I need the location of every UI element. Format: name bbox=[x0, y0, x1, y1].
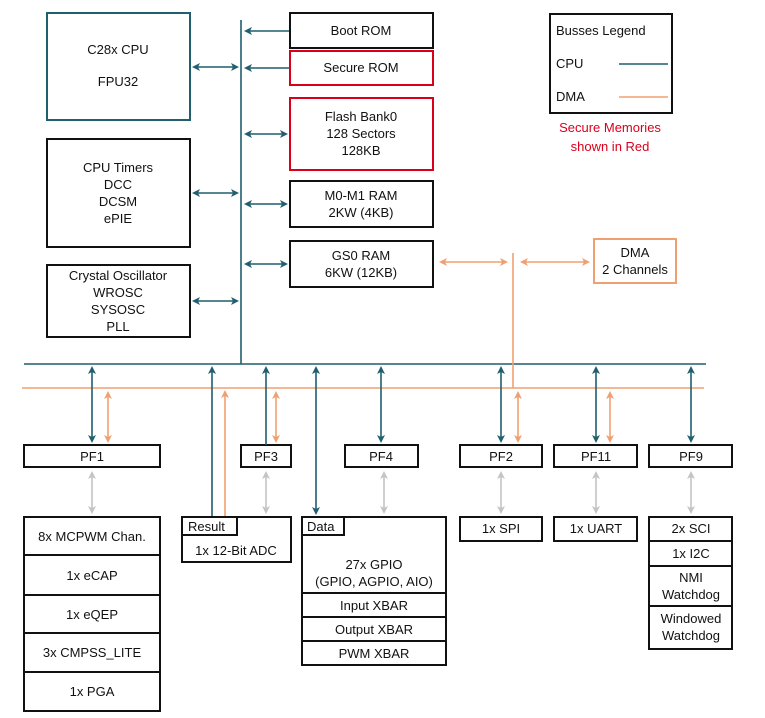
legend-cpu-label: CPU bbox=[556, 56, 583, 71]
clock-line: PLL bbox=[106, 319, 129, 334]
pf-label: PF11 bbox=[581, 449, 611, 464]
m0m1-line: 2KW (4KB) bbox=[328, 205, 393, 220]
timers-line: ePIE bbox=[104, 211, 133, 226]
secure-rom-block: Secure ROM bbox=[289, 50, 434, 86]
pwm-xbar: PWM XBAR bbox=[339, 646, 410, 661]
module-label: 1x I2C bbox=[672, 546, 710, 561]
module-label: 1x eQEP bbox=[66, 607, 118, 622]
adc-block: Result 1x 12-Bit ADC bbox=[181, 516, 292, 563]
module-label: Windowed bbox=[661, 611, 722, 626]
cpu-block: C28x CPU FPU32 bbox=[46, 12, 191, 121]
timers-line: DCC bbox=[104, 177, 132, 192]
timers-line: DCSM bbox=[99, 194, 137, 209]
pf-label: PF3 bbox=[254, 449, 278, 464]
clock-line: WROSC bbox=[93, 285, 143, 300]
m0m1-line: M0-M1 RAM bbox=[325, 188, 398, 203]
pf-label: PF9 bbox=[679, 449, 703, 464]
pf1-module-stack: 8x MCPWM Chan. 1x eCAP 1x eQEP 3x CMPSS_… bbox=[23, 516, 161, 712]
boot-rom-block: Boot ROM bbox=[289, 12, 434, 49]
flash-line: 128 Sectors bbox=[326, 126, 396, 141]
adc-label: 1x 12-Bit ADC bbox=[195, 543, 277, 558]
uart-label: 1x UART bbox=[570, 521, 623, 536]
gs0-line: 6KW (12KB) bbox=[325, 265, 397, 280]
module-label: 8x MCPWM Chan. bbox=[38, 529, 146, 544]
gs0-ram-block: GS0 RAM 6KW (12KB) bbox=[289, 240, 434, 288]
clock-line: SYSOSC bbox=[91, 302, 145, 317]
pf1-box: PF1 bbox=[23, 444, 161, 468]
gpio-block: Data 27x GPIO (GPIO, AGPIO, AIO) Input X… bbox=[301, 516, 447, 666]
pf9-module-stack: 2x SCI 1x I2C NMI Watchdog Windowed Watc… bbox=[648, 516, 733, 650]
timers-block: CPU Timers DCC DCSM ePIE bbox=[46, 138, 191, 248]
pf3-box: PF3 bbox=[240, 444, 292, 468]
pf2-box: PF2 bbox=[459, 444, 543, 468]
pf9-box: PF9 bbox=[648, 444, 733, 468]
input-xbar: Input XBAR bbox=[340, 598, 408, 613]
pf11-box: PF11 bbox=[553, 444, 638, 468]
secure-rom-label: Secure ROM bbox=[323, 60, 398, 75]
m0m1-ram-block: M0-M1 RAM 2KW (4KB) bbox=[289, 180, 434, 228]
spi-label: 1x SPI bbox=[482, 521, 520, 536]
fpu-label: FPU32 bbox=[98, 74, 138, 89]
module-label: 2x SCI bbox=[671, 521, 710, 536]
module-label: 3x CMPSS_LITE bbox=[43, 645, 142, 660]
pf4-box: PF4 bbox=[344, 444, 419, 468]
pf-label: PF1 bbox=[80, 449, 104, 464]
flash-line: Flash Bank0 bbox=[325, 109, 397, 124]
clock-block: Crystal Oscillator WROSC SYSOSC PLL bbox=[46, 264, 191, 338]
legend-dma-label: DMA bbox=[556, 89, 585, 104]
module-label: Watchdog bbox=[662, 587, 720, 602]
module-label: Watchdog bbox=[662, 628, 720, 643]
dma-block: DMA 2 Channels bbox=[593, 238, 677, 284]
flash-line: 128KB bbox=[341, 143, 380, 158]
adc-result-tab: Result bbox=[188, 519, 225, 534]
module-label: NMI bbox=[679, 570, 703, 585]
pf-label: PF2 bbox=[489, 449, 513, 464]
gpio-label: 27x GPIO bbox=[345, 557, 402, 572]
dma-line: DMA bbox=[621, 245, 650, 260]
boot-rom-label: Boot ROM bbox=[331, 23, 392, 38]
bus-legend: Busses Legend CPU DMA bbox=[549, 13, 673, 114]
uart-block: 1x UART bbox=[553, 516, 638, 542]
secure-note: Secure Memories bbox=[559, 120, 661, 135]
module-label: 1x PGA bbox=[70, 684, 115, 699]
flash-block: Flash Bank0 128 Sectors 128KB bbox=[289, 97, 434, 171]
gs0-line: GS0 RAM bbox=[332, 248, 391, 263]
spi-block: 1x SPI bbox=[459, 516, 543, 542]
output-xbar: Output XBAR bbox=[335, 622, 413, 637]
pf-label: PF4 bbox=[369, 449, 393, 464]
legend-title: Busses Legend bbox=[556, 23, 646, 38]
cpu-label: C28x CPU bbox=[87, 42, 148, 57]
gpio-data-tab: Data bbox=[307, 519, 335, 534]
dma-line: 2 Channels bbox=[602, 262, 668, 277]
module-label: 1x eCAP bbox=[66, 568, 117, 583]
timers-line: CPU Timers bbox=[83, 160, 154, 175]
clock-line: Crystal Oscillator bbox=[69, 268, 168, 283]
secure-note: shown in Red bbox=[571, 139, 650, 154]
gpio-label: (GPIO, AGPIO, AIO) bbox=[315, 574, 433, 589]
